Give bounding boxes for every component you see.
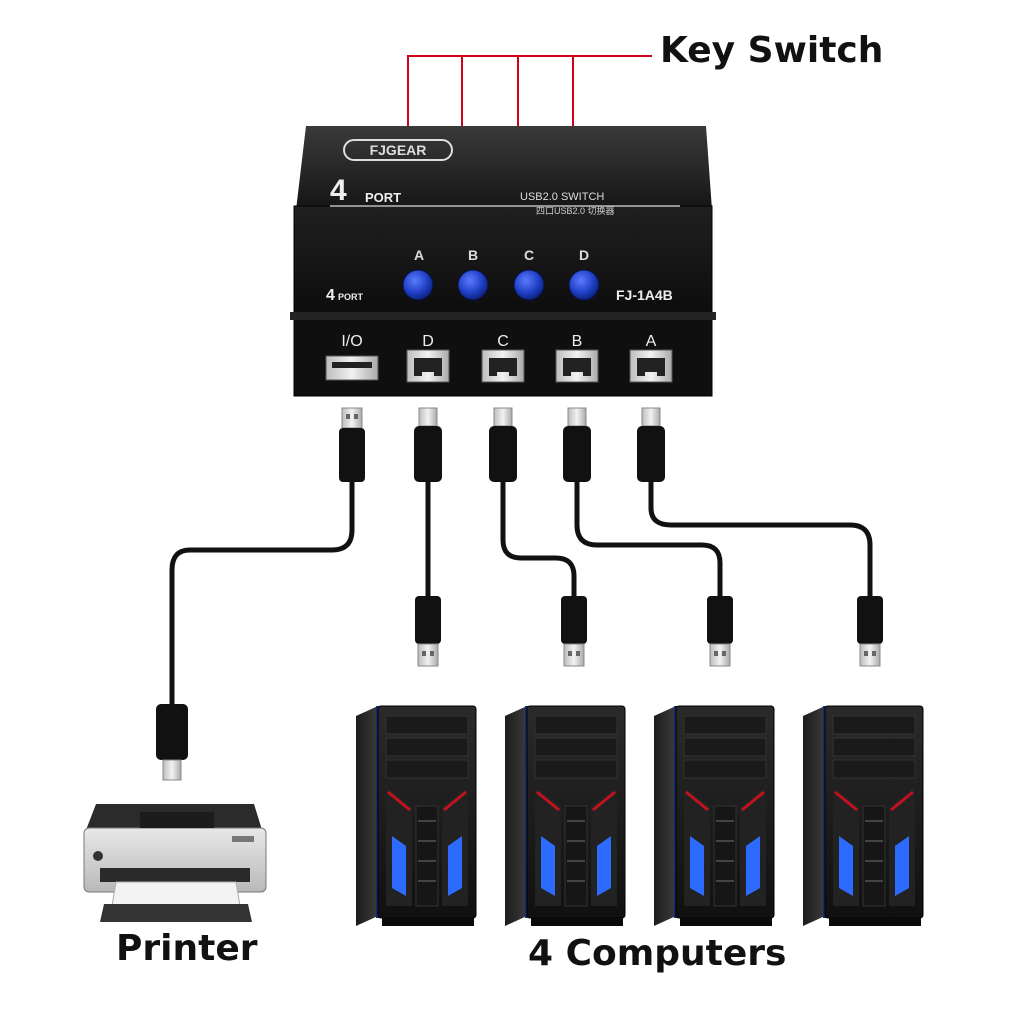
port-word-text: PORT	[365, 190, 401, 205]
side-label-word: PORT	[338, 292, 364, 302]
port-label-io: I/O	[341, 333, 362, 350]
usb-b-port-c	[481, 349, 525, 383]
type-label: USB2.0 SWITCH	[520, 191, 604, 203]
computer-3	[652, 704, 776, 928]
button-label-c: C	[524, 247, 534, 263]
usb-b-port-b	[555, 349, 599, 383]
port-label-b: B	[572, 333, 583, 350]
switch-side-plugs	[338, 407, 666, 483]
button-label-d: D	[579, 247, 589, 263]
rear-ports: I/O D C B A	[325, 333, 673, 383]
printer-image	[83, 804, 267, 922]
button-b	[457, 269, 489, 301]
usb-switch-box: FJGEAR 4 PORT USB2.0 SWITCH 四口USB2.0 切换器…	[290, 126, 716, 397]
model-label: FJ-1A4B	[616, 287, 673, 303]
computer-1	[354, 704, 478, 928]
key-switch-callout: Key Switch	[660, 30, 884, 71]
chinese-label: 四口USB2.0 切换器	[536, 205, 615, 216]
side-label-num: 4	[326, 287, 335, 304]
computer-4	[801, 704, 925, 928]
port-count-text: 4	[330, 174, 347, 207]
brand-badge	[343, 139, 453, 161]
key-switch-buttons: A B C D	[402, 247, 600, 301]
port-label-c: C	[497, 333, 509, 350]
brand-text: FJGEAR	[370, 142, 427, 158]
port-label-a: A	[646, 333, 657, 350]
printer-callout: Printer	[116, 928, 258, 969]
button-c	[513, 269, 545, 301]
device-side-plugs	[156, 595, 884, 781]
usb-cables	[169, 479, 873, 707]
button-a	[402, 269, 434, 301]
computer-towers	[354, 704, 925, 928]
button-label-b: B	[468, 247, 478, 263]
usb-b-port-a	[629, 349, 673, 383]
button-d	[568, 269, 600, 301]
port-label-d: D	[422, 333, 434, 350]
computer-2	[503, 704, 627, 928]
computers-callout: 4 Computers	[528, 933, 787, 974]
usb-b-port-d	[406, 349, 450, 383]
button-label-a: A	[414, 247, 424, 263]
